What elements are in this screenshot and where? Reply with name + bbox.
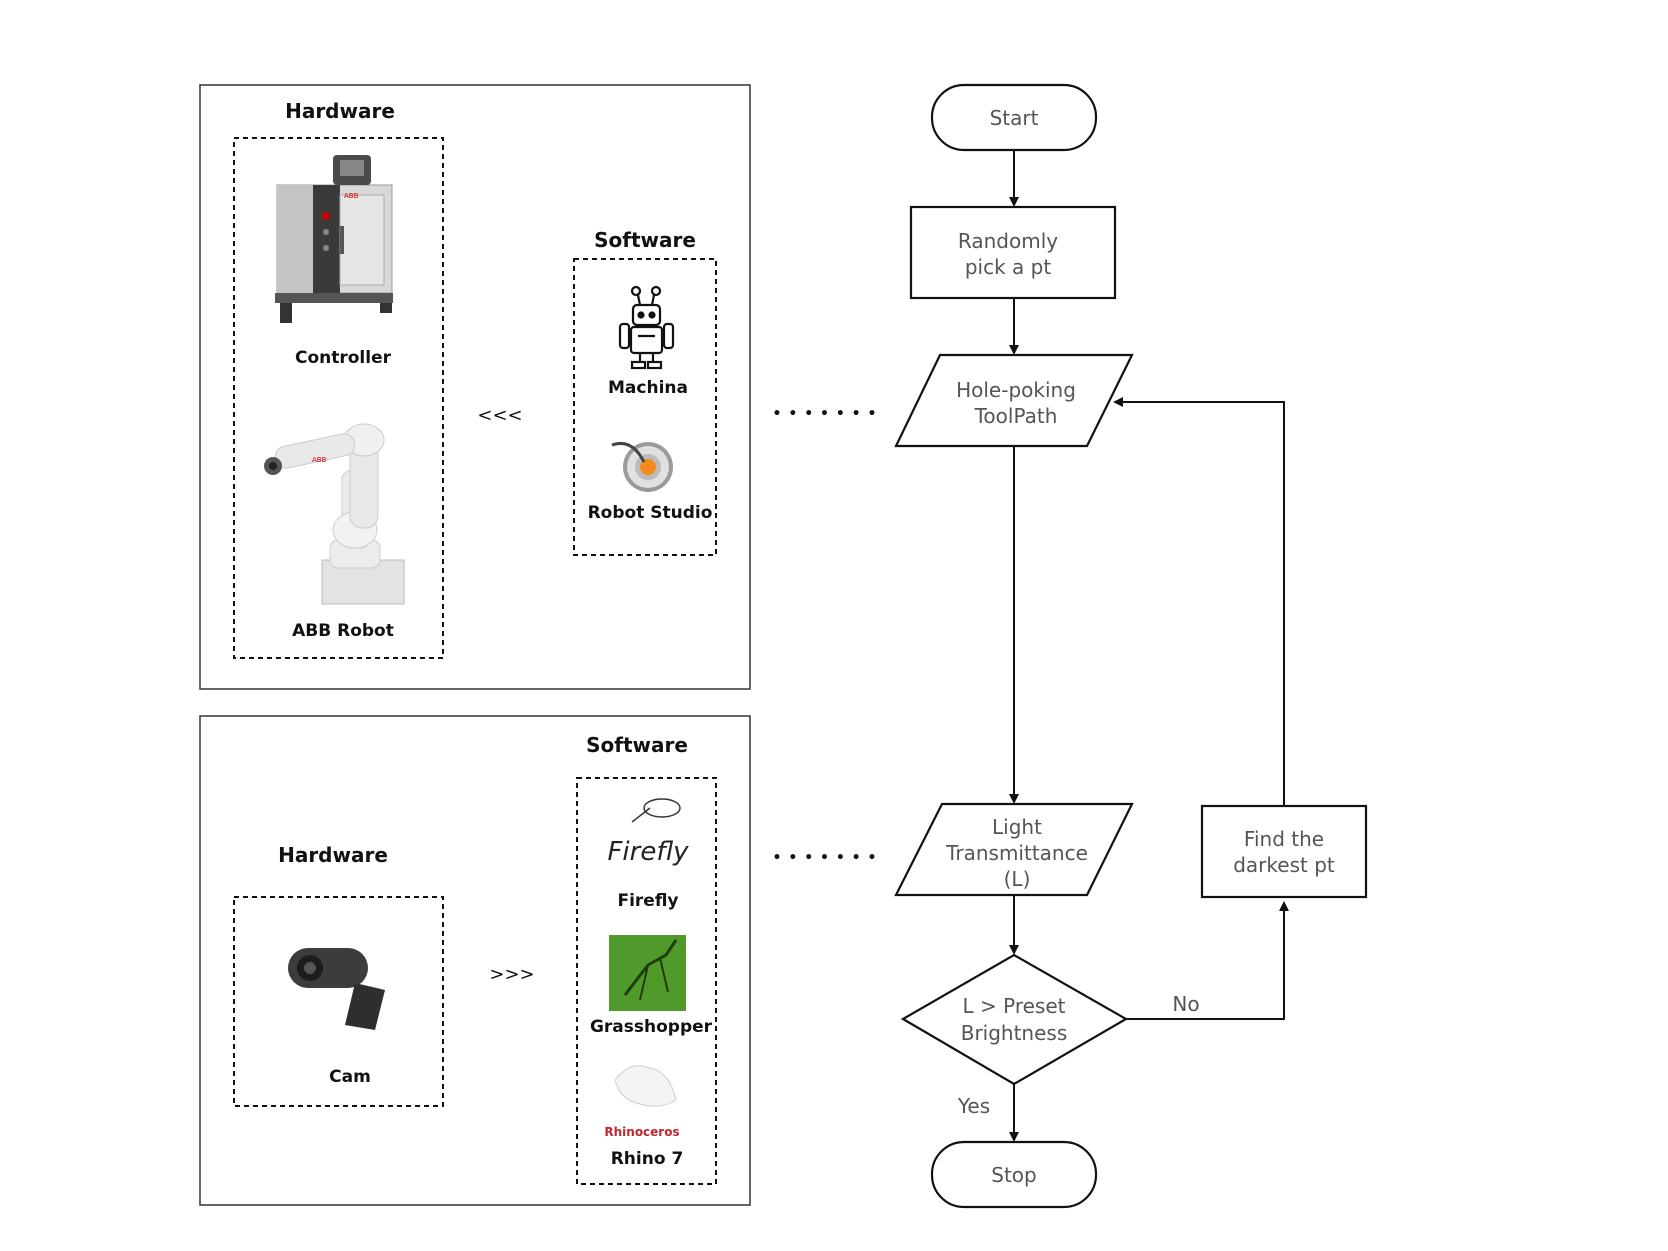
top-hardware-title: Hardware [285, 99, 395, 123]
robot-brand-text: ABB [312, 456, 327, 464]
flow-darkest-line2: darkest pt [1233, 853, 1335, 877]
firefly-logo-text: Firefly [607, 837, 689, 867]
grasshopper-label: Grasshopper [590, 1017, 713, 1037]
robot-studio-icon [611, 441, 673, 492]
arrow-decision-no [1126, 901, 1289, 1020]
flow-yes-label: Yes [957, 1094, 990, 1118]
robot-studio-label: Robot Studio [588, 503, 713, 523]
controller-label: Controller [295, 348, 392, 368]
cam-label: Cam [329, 1067, 371, 1087]
arrow-darkest-to-toolpath [1113, 397, 1285, 806]
flow-light-line1: Light [992, 815, 1042, 839]
top-panel-frame [199, 84, 751, 690]
flow-pick-line2: pick a pt [965, 255, 1051, 279]
flow-decision-diamond [900, 953, 1129, 1086]
top-software-box [573, 258, 717, 556]
flow-light-parallelogram [894, 802, 1134, 897]
flow-pick-line1: Randomly [958, 229, 1058, 253]
rhino7-label: Rhino 7 [611, 1149, 684, 1169]
bottom-direction-arrow: >>> [489, 964, 534, 985]
controller-brand-text: ABB [344, 192, 359, 200]
top-software-title: Software [594, 228, 696, 252]
flow-light-line2: Transmittance [945, 841, 1088, 865]
flow-darkest-line1: Find the [1244, 827, 1324, 851]
machina-robot-icon [618, 285, 675, 370]
flow-darkest-point-box [1200, 804, 1368, 899]
rhino-logo-text: Rhinoceros [604, 1125, 679, 1139]
top-connector-dots: • • • • • • • [773, 406, 878, 422]
flow-decision-line1: L > Preset [963, 994, 1066, 1018]
flow-start-text: Start [990, 106, 1039, 130]
machina-label: Machina [608, 378, 688, 398]
flow-light-line3: (L) [1004, 867, 1031, 891]
flow-no-label: No [1172, 992, 1199, 1016]
flow-pick-point-box [909, 205, 1117, 300]
bottom-panel-frame [199, 715, 751, 1206]
flow-stop-text: Stop [991, 1163, 1036, 1187]
rhino-logo: Rhinoceros [604, 1065, 680, 1139]
abb-robot-label: ABB Robot [292, 621, 394, 641]
flow-toolpath-parallelogram [894, 353, 1134, 448]
controller-image: ABB [275, 155, 393, 323]
bottom-software-title: Software [586, 733, 688, 757]
flow-toolpath-line1: Hole-poking [956, 378, 1076, 402]
grasshopper-logo [609, 935, 686, 1011]
top-hardware-box [233, 137, 444, 659]
webcam-image [288, 948, 385, 1030]
bottom-hardware-box [233, 896, 444, 1107]
top-direction-arrow: <<< [477, 405, 522, 426]
firefly-label: Firefly [617, 891, 678, 911]
flow-stop-terminal [930, 1140, 1098, 1209]
flow-decision-line2: Brightness [961, 1021, 1068, 1045]
firefly-logo: Firefly [607, 798, 689, 867]
bottom-connector-dots: • • • • • • • [773, 850, 878, 866]
bottom-software-box [576, 777, 717, 1185]
flow-toolpath-line2: ToolPath [974, 404, 1058, 428]
abb-robot-image: ABB [264, 423, 405, 605]
bottom-hardware-title: Hardware [278, 843, 388, 867]
